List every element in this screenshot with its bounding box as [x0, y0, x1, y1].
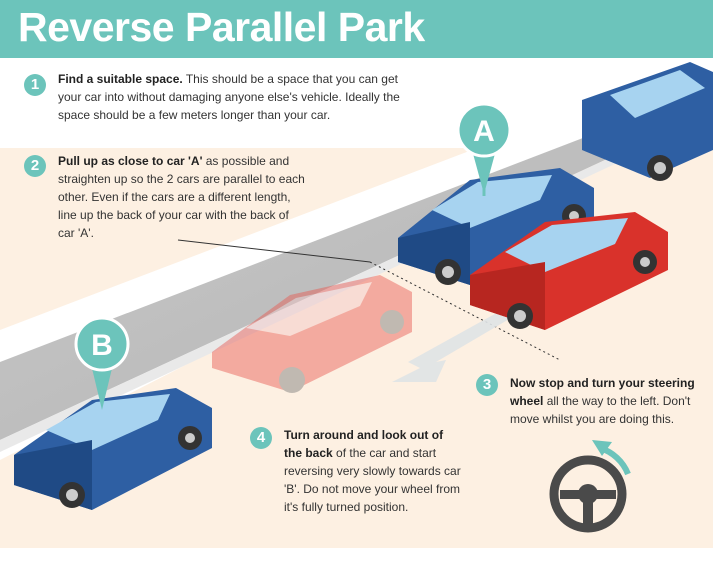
- step-1-text: Find a suitable space. This should be a …: [58, 70, 408, 124]
- pin-b: B: [74, 316, 130, 410]
- step-2-text: Pull up as close to car 'A' as possible …: [58, 152, 308, 242]
- step-2-body: as possible and straighten up so the 2 c…: [58, 154, 305, 240]
- step-1-body: This should be a space that you can get …: [58, 72, 400, 122]
- guide-line: [177, 239, 371, 263]
- pin-b-label: B: [91, 329, 113, 362]
- step-2-number: 2: [24, 155, 46, 177]
- car-b: [14, 388, 212, 510]
- car-red-ghost: [212, 275, 412, 393]
- step-4-heading: Turn around and look out of the back: [284, 428, 444, 460]
- turn-arrow-head: [592, 440, 612, 456]
- bottom-strip: [0, 548, 713, 561]
- step-3-heading: Now stop and turn your steering wheel: [510, 376, 695, 408]
- car-top-right: [582, 62, 713, 181]
- car-red: [470, 212, 668, 330]
- step-1-number: 1: [24, 74, 46, 96]
- step-4-number: 4: [250, 427, 272, 449]
- step-1-heading: Find a suitable space.: [58, 72, 183, 86]
- page-title: Reverse Parallel Park: [18, 4, 425, 50]
- reverse-arrow-icon: [392, 300, 528, 382]
- steering-wheel-icon: [549, 455, 627, 533]
- header-bar: Reverse Parallel Park: [0, 0, 713, 58]
- step-4-text: Turn around and look out of the back of …: [284, 426, 462, 516]
- step-2-heading: Pull up as close to car 'A': [58, 154, 203, 168]
- step-3-body: all the way to the left. Don't move whil…: [510, 394, 691, 426]
- pin-a: A: [456, 102, 512, 196]
- step-3-number: 3: [476, 374, 498, 396]
- pin-a-label: A: [473, 115, 495, 148]
- step-3-text: Now stop and turn your steering wheel al…: [510, 374, 695, 428]
- guide-line-dotted: [369, 261, 561, 361]
- step-4-body: of the car and start reversing very slow…: [284, 446, 461, 514]
